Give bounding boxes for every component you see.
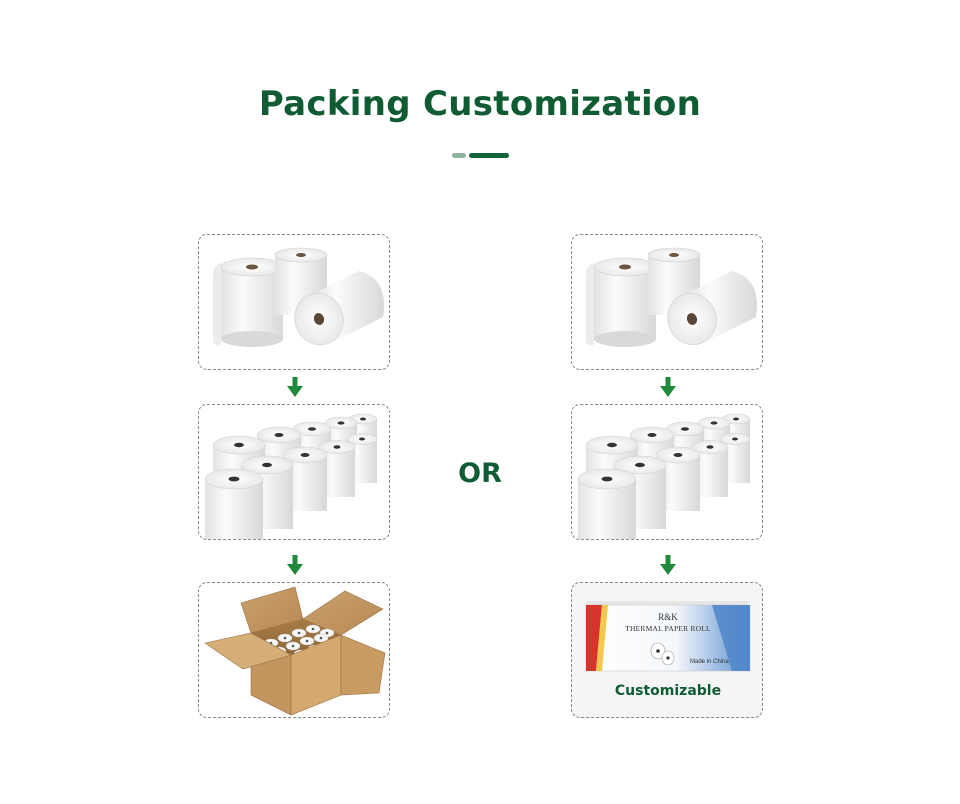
stacked-rolls-image	[204, 413, 378, 539]
card-stacked-rolls-right	[571, 404, 763, 540]
single-rolls-image	[213, 247, 384, 347]
title-divider-short	[452, 153, 466, 158]
single-rolls-image	[586, 247, 757, 347]
card-single-rolls-left	[198, 234, 390, 370]
card-carton-box	[198, 582, 390, 718]
carton-box-image	[204, 586, 386, 716]
arrow-down-icon	[287, 377, 303, 397]
customizable-caption: Customizable	[614, 683, 722, 699]
stacked-rolls-image	[577, 413, 751, 539]
page-title: Packing Customization	[258, 84, 702, 124]
or-separator: OR	[458, 458, 502, 489]
card-stacked-rolls-left	[198, 404, 390, 540]
card-single-rolls-right	[571, 234, 763, 370]
arrow-down-icon	[660, 555, 676, 575]
box-product-text: THERMAL PAPER ROLL	[625, 624, 711, 633]
arrow-down-icon	[287, 555, 303, 575]
printed-box-image	[585, 601, 751, 672]
box-origin-text: Made in China	[690, 659, 729, 665]
box-brand-text: R&K	[658, 612, 678, 622]
arrow-down-icon	[660, 377, 676, 397]
title-divider-long	[469, 153, 509, 158]
card-printed-box: R&K THERMAL PAPER ROLL Made in China Cus…	[571, 582, 763, 718]
